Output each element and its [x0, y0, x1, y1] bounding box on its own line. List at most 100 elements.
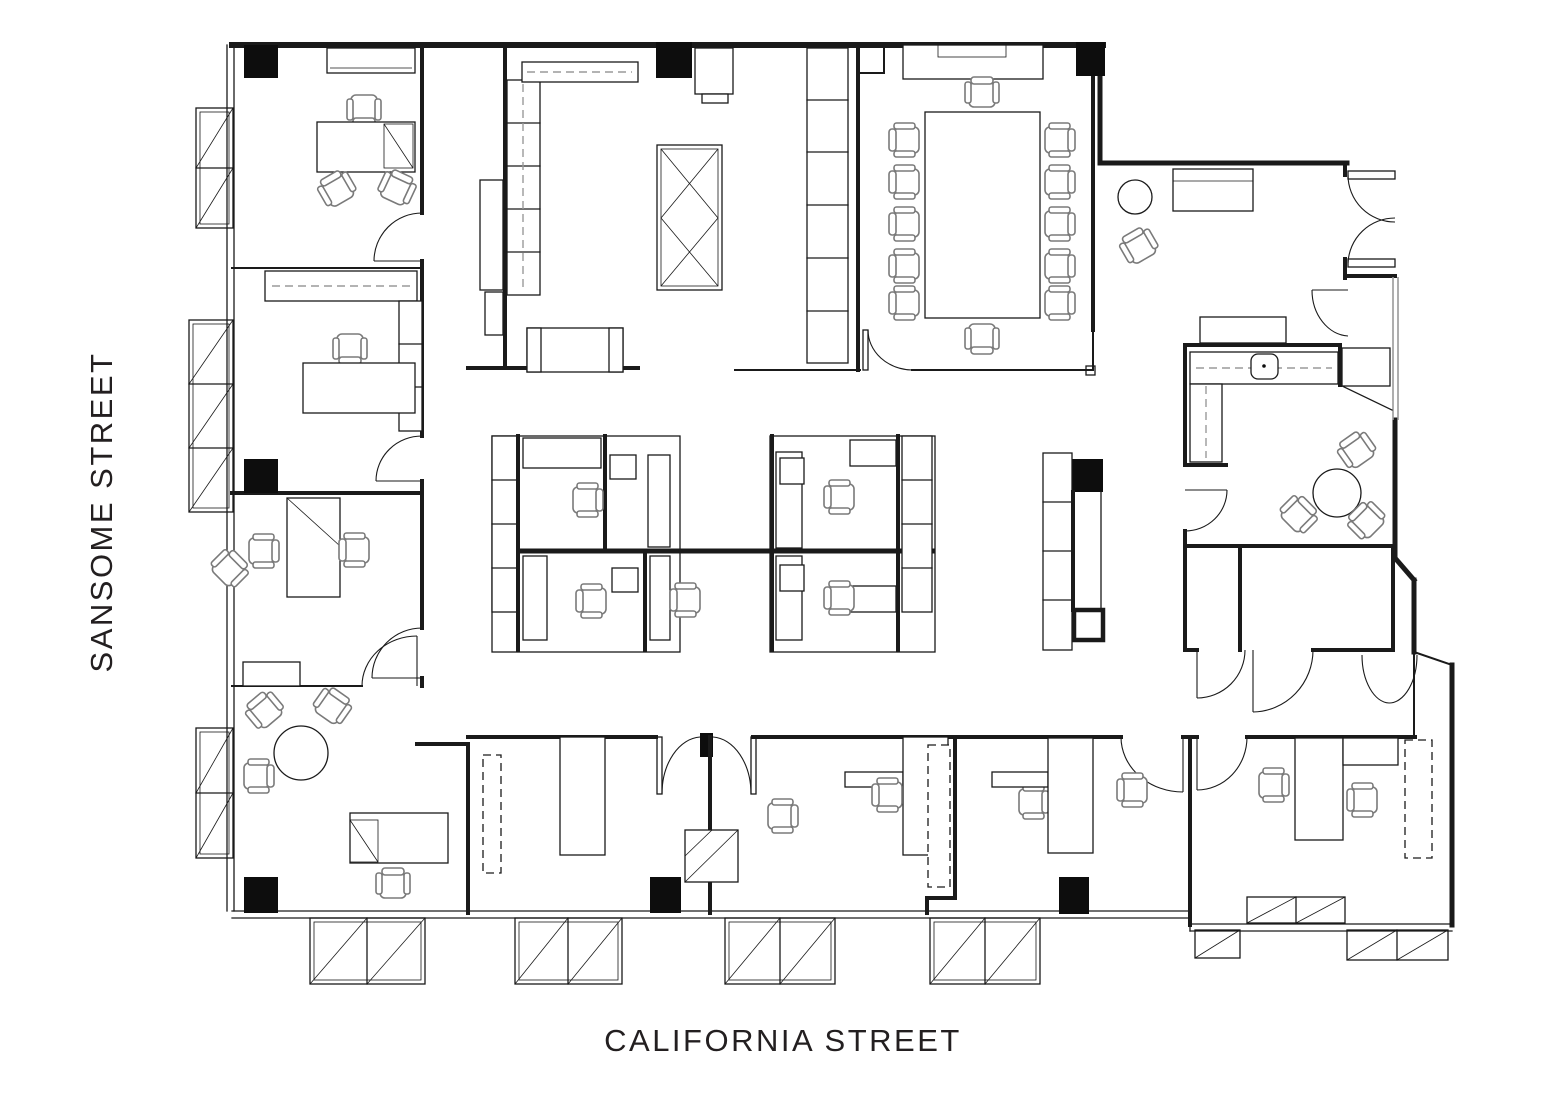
task-chair	[823, 580, 855, 616]
task-chair	[1018, 784, 1050, 820]
task-chair	[823, 479, 855, 515]
office-1	[313, 47, 420, 211]
desk	[647, 454, 671, 548]
column	[244, 877, 278, 913]
door-office-1	[373, 212, 423, 262]
column	[1076, 42, 1105, 76]
conference-chair	[888, 248, 920, 284]
door-kitchen	[1184, 489, 1228, 532]
door-office-4	[361, 635, 418, 687]
side-table	[1117, 179, 1153, 215]
conference-chair	[1044, 164, 1076, 200]
storage-shelves	[806, 47, 849, 364]
round-table	[273, 725, 329, 781]
street-labels: SANSOME STREET CALIFORNIA STREET	[84, 352, 962, 1058]
column	[1059, 877, 1089, 914]
desk	[286, 497, 341, 598]
window-bay	[514, 917, 623, 985]
office-8	[1258, 737, 1433, 859]
desk	[1047, 737, 1094, 854]
conference-chair	[888, 122, 920, 158]
window-bay	[188, 319, 234, 513]
round-table	[1312, 468, 1362, 518]
window-bay	[724, 917, 836, 985]
conference-chair	[1044, 285, 1076, 321]
desk	[302, 362, 416, 414]
window-bay	[195, 727, 234, 859]
door-office-2	[375, 435, 423, 482]
guest-chair	[313, 166, 360, 211]
conference-chair	[888, 164, 920, 200]
window-bay	[1346, 929, 1449, 961]
desk	[559, 736, 606, 856]
desk-return	[383, 123, 414, 169]
column	[244, 45, 278, 78]
column-hollow	[1071, 607, 1106, 643]
guest-chair	[309, 682, 357, 729]
overhead-cabinet	[264, 270, 418, 302]
door-office-6	[712, 736, 757, 795]
task-chair	[669, 582, 701, 618]
cafe-chair	[1332, 426, 1380, 473]
reception	[1115, 168, 1287, 344]
monitor	[609, 454, 637, 480]
conference-chair	[964, 323, 1000, 355]
desk-return	[991, 771, 1049, 788]
desk	[649, 555, 671, 641]
column	[650, 877, 681, 913]
conference-chair	[1044, 248, 1076, 284]
shelf-column	[1042, 452, 1102, 651]
task-chair	[572, 482, 604, 518]
conference-room	[888, 44, 1076, 355]
conference-chair	[888, 285, 920, 321]
window-bay	[929, 917, 1041, 985]
centre-room	[479, 47, 734, 373]
task-chair	[575, 583, 607, 619]
door-arcs	[361, 170, 1418, 795]
guest-chair	[374, 165, 420, 209]
counter-left	[506, 61, 639, 296]
conference-chair	[1044, 122, 1076, 158]
task-chair	[1258, 767, 1290, 803]
task-chair	[1116, 772, 1148, 808]
task-chair	[375, 867, 411, 899]
task-chair	[767, 798, 799, 834]
window-bays	[188, 107, 1449, 985]
door-storage-2	[1252, 649, 1314, 713]
column	[244, 459, 278, 493]
break-room	[1275, 347, 1393, 544]
cubicle-bank-right	[769, 434, 936, 653]
angled-cabinet	[1341, 347, 1393, 411]
workstation-area	[491, 434, 1102, 653]
task-chair	[871, 777, 903, 813]
window-bay	[309, 917, 426, 985]
street-label-left: SANSOME STREET	[84, 352, 119, 673]
conference-chair	[888, 206, 920, 242]
street-label-bottom: CALIFORNIA STREET	[604, 1023, 962, 1058]
task-chair	[338, 532, 370, 568]
desk	[316, 121, 416, 173]
office-2	[264, 270, 423, 432]
credenza	[902, 44, 1044, 80]
hallway-cabinet	[479, 179, 504, 336]
cabinet	[326, 47, 416, 74]
sideboard	[1199, 316, 1287, 344]
window-bay	[1246, 896, 1346, 924]
window-bay	[195, 107, 234, 229]
lounge-chair	[1115, 223, 1162, 268]
folding-table	[656, 144, 723, 291]
guest-chair	[248, 533, 280, 569]
monitor	[779, 457, 805, 485]
double-door-reception	[1347, 170, 1396, 268]
desk	[522, 437, 602, 469]
guest-chair	[243, 758, 275, 794]
side-table	[684, 829, 739, 883]
guest-chair	[240, 686, 288, 733]
printer-stand	[694, 47, 734, 104]
loveseat	[526, 327, 624, 373]
window-bay	[1194, 929, 1241, 959]
door-office-5	[656, 736, 701, 795]
monitor	[611, 567, 639, 593]
